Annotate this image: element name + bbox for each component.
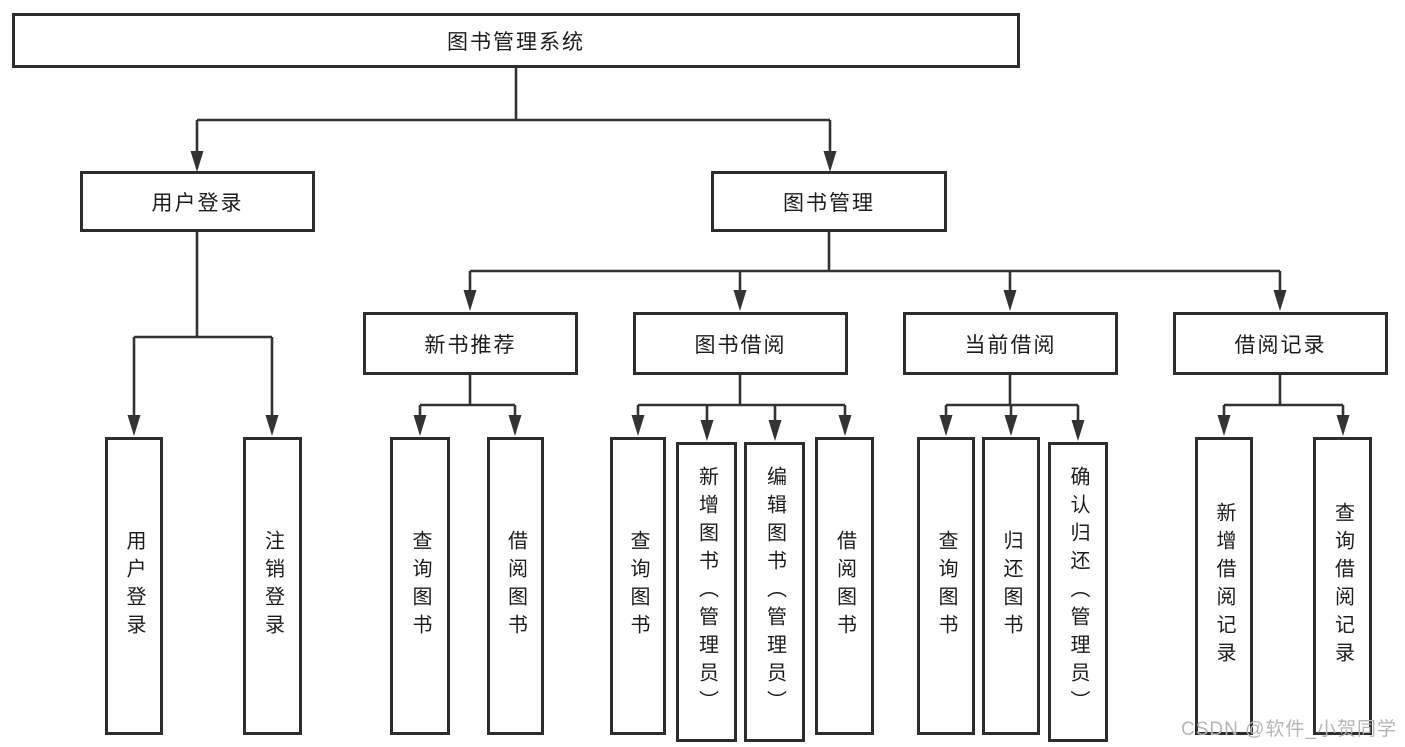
node-label: 图书借阅 <box>694 333 787 357</box>
connector-login-split <box>132 232 274 418</box>
node-leaf-edit-books-admin: 编辑图书（管理员） <box>744 442 805 742</box>
arrowhead-borrow-edit <box>768 420 782 441</box>
node-leaf-user-login: 用户登录 <box>105 437 163 735</box>
node-label: 查询图书 <box>935 530 957 642</box>
arrowhead-rec-query <box>413 415 427 436</box>
arrowhead-hist <box>1273 290 1287 311</box>
connector-borrow-split <box>636 375 847 423</box>
node-book-borrowing: 图书借阅 <box>633 312 848 375</box>
node-label: 新书推荐 <box>424 333 517 357</box>
connector-root-split <box>195 68 832 154</box>
csdn-watermark: CSDN @软件_小贺同学 <box>1181 719 1397 740</box>
arrowhead-login <box>190 151 204 172</box>
node-leaf-rec-borrow-books: 借阅图书 <box>487 437 544 735</box>
connector-cur-split <box>944 375 1080 423</box>
arrowhead-hist-add <box>1217 415 1231 436</box>
arrowhead-rec <box>463 290 477 311</box>
arrowhead-borrow-borrow <box>838 415 852 436</box>
node-leaf-confirm-return-admin: 确认归还（管理员） <box>1048 442 1108 742</box>
node-label: 查询借阅记录 <box>1331 502 1354 670</box>
arrowhead-borrow <box>733 290 747 311</box>
arrowhead-hist-query <box>1336 415 1350 436</box>
node-book-management-group: 图书管理 <box>711 171 947 232</box>
node-label: 查询图书 <box>627 530 649 642</box>
node-leaf-cur-query-books: 查询图书 <box>917 437 975 735</box>
node-label: 借阅记录 <box>1234 333 1327 357</box>
node-leaf-rec-query-books: 查询图书 <box>390 437 450 735</box>
node-label: 确认归还（管理员） <box>1067 466 1089 718</box>
node-label: 编辑图书（管理员） <box>763 466 786 718</box>
arrowhead-mgmt <box>823 151 837 172</box>
node-label: 新增图书（管理员） <box>695 466 718 718</box>
arrowhead-login-user <box>127 415 141 436</box>
node-leaf-logout: 注销登录 <box>243 437 302 735</box>
node-label: 注销登录 <box>261 530 284 642</box>
node-label: 归还图书 <box>1000 530 1022 642</box>
node-borrow-records: 借阅记录 <box>1173 312 1388 375</box>
node-current-borrowing: 当前借阅 <box>903 312 1118 375</box>
node-label: 用户登录 <box>151 191 244 215</box>
node-label: 新增借阅记录 <box>1213 502 1235 670</box>
node-user-login-group: 用户登录 <box>80 171 315 232</box>
node-label: 图书管理 <box>783 191 875 215</box>
arrowhead-borrow-query <box>631 415 645 436</box>
node-leaf-return-books: 归还图书 <box>982 437 1040 735</box>
node-label: 当前借阅 <box>964 333 1057 357</box>
connector-mgmt-split <box>468 232 1282 293</box>
node-label: 查询图书 <box>409 530 431 642</box>
arrowhead-borrow-add <box>700 420 714 441</box>
arrowhead-cur-return <box>1004 415 1018 436</box>
node-new-book-recommend: 新书推荐 <box>363 312 578 375</box>
node-label: 借阅图书 <box>833 530 856 642</box>
arrowhead-cur <box>1003 290 1017 311</box>
node-label: 借阅图书 <box>504 530 527 642</box>
node-leaf-add-borrow-record: 新增借阅记录 <box>1195 437 1253 735</box>
arrowhead-cur-query <box>939 415 953 436</box>
node-leaf-borrow-books: 借阅图书 <box>815 437 874 735</box>
node-label: 图书管理系统 <box>447 30 585 54</box>
node-leaf-add-books-admin: 新增图书（管理员） <box>676 442 737 742</box>
connector-rec-split <box>418 375 517 418</box>
node-label: 用户登录 <box>123 530 145 642</box>
arrowhead-rec-borrow <box>508 415 522 436</box>
node-leaf-borrow-query-books: 查询图书 <box>610 437 666 735</box>
arrowhead-cur-confirm <box>1071 420 1085 441</box>
connector-hist-split <box>1222 375 1345 418</box>
node-library-management-system: 图书管理系统 <box>12 13 1020 68</box>
node-leaf-query-borrow-record: 查询借阅记录 <box>1313 437 1372 735</box>
arrowhead-login-logout <box>265 415 279 436</box>
